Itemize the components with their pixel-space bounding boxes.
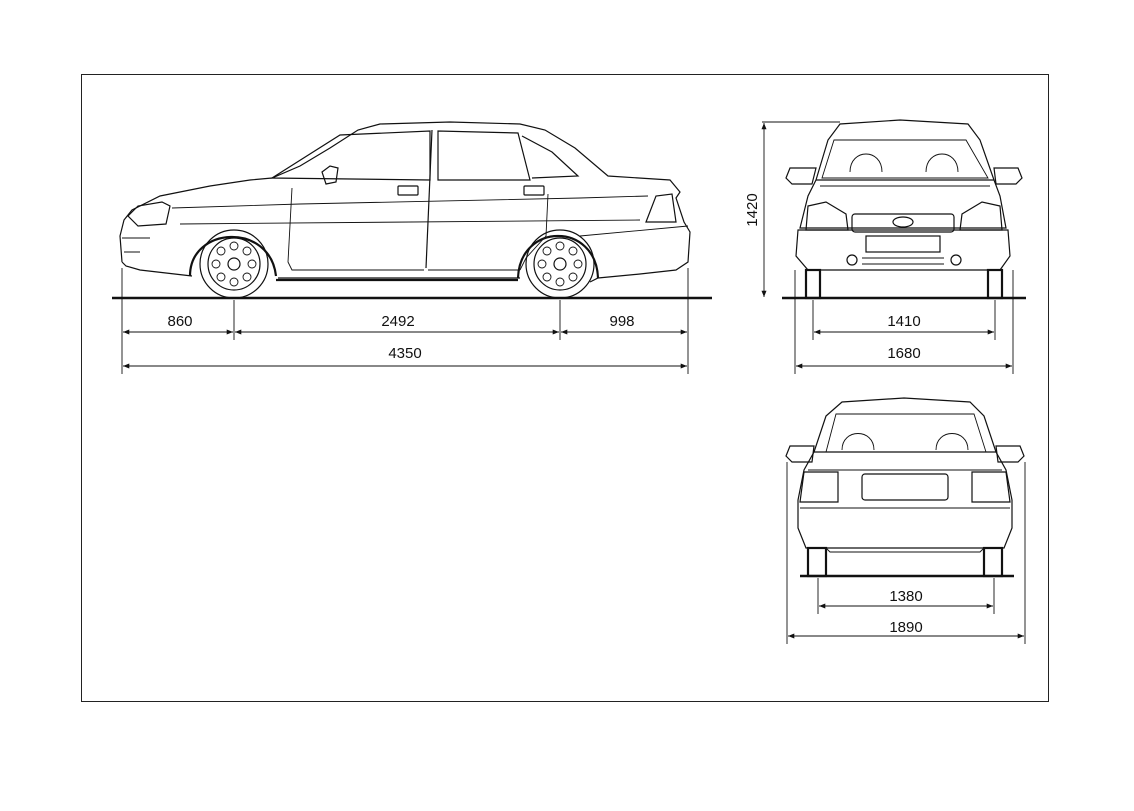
front-right-tire	[988, 270, 1002, 298]
side-taillight	[646, 194, 676, 222]
dim-front-overhang: 860	[167, 313, 192, 330]
dim-overall-width: 1890	[889, 619, 922, 636]
dim-overall-length: 4350	[388, 345, 421, 362]
rear-left-tire	[808, 548, 826, 576]
side-character-line	[172, 196, 648, 208]
front-tire	[200, 230, 268, 298]
rear-seat-headrests	[842, 434, 968, 451]
side-door-lines	[288, 188, 548, 270]
front-cabin	[816, 120, 994, 180]
front-right-headlight	[960, 202, 1002, 230]
front-left-headlight	[806, 202, 848, 230]
front-windshield	[822, 140, 988, 178]
side-view	[112, 122, 712, 298]
front-door-handle	[398, 186, 418, 195]
rear-license-plate	[862, 474, 948, 500]
front-logo	[893, 217, 913, 227]
front-right-mirror	[994, 168, 1022, 184]
side-front-bumper	[122, 238, 150, 252]
rear-hub	[554, 258, 566, 270]
front-hood	[800, 180, 1006, 228]
rear-window	[826, 414, 986, 452]
front-rim-holes	[212, 242, 256, 286]
rear-right-taillight	[972, 472, 1010, 502]
side-mirror	[322, 166, 338, 184]
rear-cabin	[814, 398, 996, 452]
front-seat-headrests	[850, 154, 958, 172]
side-b-pillar	[426, 130, 432, 268]
dim-front-track: 1410	[887, 313, 920, 330]
front-right-foglight	[951, 255, 961, 265]
dim-wheelbase: 2492	[381, 313, 414, 330]
dim-rear-overhang: 998	[609, 313, 634, 330]
front-lower-grille	[862, 258, 944, 264]
front-left-foglight	[847, 255, 857, 265]
rear-left-taillight	[800, 472, 838, 502]
rear-door-handle	[524, 186, 544, 195]
front-rim	[208, 238, 260, 290]
rear-rim-holes	[538, 242, 582, 286]
rear-rim	[534, 238, 586, 290]
rear-view	[786, 398, 1024, 576]
side-rear-bumper	[580, 226, 688, 236]
front-view	[782, 120, 1026, 298]
front-hub	[228, 258, 240, 270]
rear-tire	[526, 230, 594, 298]
rear-dimensions: 1380 1890	[787, 462, 1025, 644]
front-left-mirror	[786, 168, 816, 184]
side-headlight	[128, 202, 170, 226]
dim-rear-track: 1380	[889, 588, 922, 605]
front-left-tire	[806, 270, 820, 298]
side-sill-line	[180, 220, 640, 224]
front-license-plate	[866, 236, 940, 252]
rear-right-tire	[984, 548, 1002, 576]
dim-height: 1420	[744, 193, 761, 226]
dim-front-width: 1680	[887, 345, 920, 362]
